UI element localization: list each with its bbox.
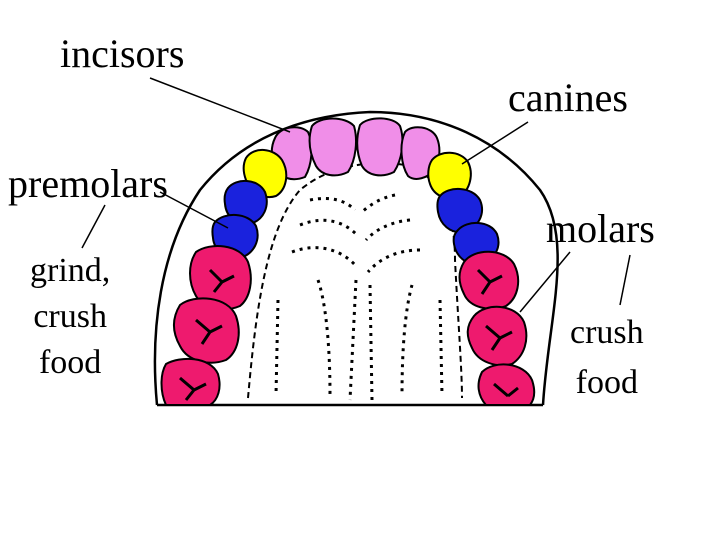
premolar-function-label: grind, crush food xyxy=(30,248,110,386)
molar-teeth xyxy=(160,245,536,406)
premolar-function-line: food xyxy=(38,344,102,381)
palate-ridges xyxy=(274,193,444,401)
leader-lines xyxy=(81,77,631,313)
canines-leader-line xyxy=(461,121,529,165)
premolars-leader-line xyxy=(159,191,229,229)
molar-tooth xyxy=(160,357,221,406)
incisors-label: incisors xyxy=(60,31,185,76)
incisor-teeth xyxy=(270,117,441,181)
molar-function-line: food xyxy=(575,364,638,401)
premolar-teeth xyxy=(211,180,500,266)
premolar-function-line: crush xyxy=(33,298,107,335)
grind-leader-line xyxy=(81,204,106,249)
premolars-label: premolars xyxy=(8,161,168,206)
molars-leader-line xyxy=(519,251,571,313)
crush-leader-line xyxy=(619,254,631,306)
incisor-tooth xyxy=(308,117,357,177)
molar-tooth xyxy=(477,363,536,406)
palate-outline xyxy=(247,162,463,399)
molar-function-line: crush xyxy=(570,314,644,351)
premolar-function-line: grind, xyxy=(30,252,111,289)
molar-function-label: crush food xyxy=(570,308,644,408)
molar-fissures xyxy=(179,268,519,401)
canine-teeth xyxy=(242,149,472,200)
molar-tooth xyxy=(189,245,252,311)
arch-outline xyxy=(153,110,559,406)
incisors-leader-line xyxy=(149,77,291,133)
incisor-tooth xyxy=(356,117,404,177)
molars-label: molars xyxy=(546,206,655,251)
canines-label: canines xyxy=(508,75,628,120)
